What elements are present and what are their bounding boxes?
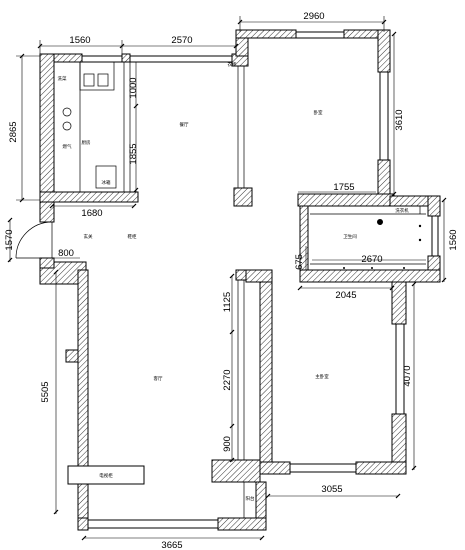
wall-bath-top	[297, 193, 395, 207]
wall-bedroom-top-a	[235, 29, 297, 39]
wall-top-kitchen-b	[121, 53, 131, 63]
dim-bath-675: 675	[294, 254, 305, 270]
sink-b	[97, 73, 109, 87]
wall-master-bottom-a	[259, 461, 291, 475]
window-master-bottom	[289, 463, 357, 473]
wall-bath-right-a	[427, 195, 441, 217]
dim-bedroom2-height: 3610	[394, 109, 405, 130]
dim-left-upper: 2865	[8, 121, 19, 142]
label-washer: 洗衣机	[395, 207, 409, 214]
point-icon	[371, 267, 373, 269]
dim-bath-2045: 2045	[335, 290, 356, 301]
dim-top-left: 1560	[69, 35, 90, 46]
entry-door-swing	[15, 221, 53, 259]
walls	[15, 29, 441, 531]
wall-living-bottom-left	[77, 517, 89, 531]
room-dining: 餐厅	[180, 121, 189, 128]
wall-kitchen-bottom	[39, 191, 139, 203]
point-icon	[403, 267, 405, 269]
room-bedroom: 卧室	[314, 109, 323, 116]
burner-b	[62, 121, 72, 131]
window-kitchen-top	[81, 55, 123, 63]
room-balcony: 阳台	[246, 495, 255, 502]
sink-a	[83, 73, 95, 87]
label-fridge: 冰箱	[102, 179, 111, 186]
wall-living-bottom-right	[217, 517, 267, 531]
wall-master-right-a	[391, 281, 407, 325]
wall-bath-bottom	[299, 269, 441, 283]
window-bath-right	[431, 215, 439, 257]
dim-bath-1560: 1560	[448, 229, 459, 250]
drain-small-icon	[418, 238, 422, 242]
dim-kitchen-depth: 1855	[128, 143, 139, 164]
kitchen-counter-top	[79, 61, 115, 91]
wall-kitchen-left	[39, 53, 55, 201]
dim-bottom-left: 3665	[161, 540, 182, 550]
fridge-box	[95, 165, 117, 189]
dim-bath-top: 1755	[333, 182, 354, 193]
dimension-labels: 1560 2570 2960 2865 1000 1855 1680 1570 …	[4, 11, 459, 550]
wall-master-left	[259, 281, 273, 463]
wall-master-bottom-b	[355, 461, 407, 475]
dim-entry-door: 1570	[4, 229, 15, 250]
dim-top-right: 2960	[303, 11, 324, 22]
wall-entry-top	[39, 201, 55, 223]
room-living: 客厅	[154, 375, 163, 382]
wall-corridor-bottom	[211, 459, 261, 483]
room-bathroom: 卫生间	[343, 233, 357, 240]
room-labels: 厨房 冰箱 燃气 洗菜 餐厅 卧室 卫生间 洗衣机 客厅 主卧室 玄关 鞋柜 电…	[58, 61, 410, 502]
dim-bath-inner: 2670	[361, 254, 382, 265]
window-living-bottom	[87, 519, 219, 529]
dim-master-height: 4070	[402, 365, 413, 386]
dim-entry-width: 800	[58, 248, 74, 259]
column-bedroom	[233, 187, 253, 207]
dim-corridor-900: 900	[222, 436, 233, 452]
wall-living-left	[77, 269, 89, 519]
room-entry: 玄关	[84, 233, 93, 240]
burner-a	[62, 107, 72, 117]
dim-kitchen-window: 1000	[128, 77, 139, 98]
label-sink: 洗菜	[58, 75, 67, 82]
dimension-lines	[7, 16, 447, 541]
room-kitchen: 厨房	[82, 139, 91, 146]
window-dining-top	[129, 55, 237, 63]
tv-cabinet	[67, 465, 145, 485]
wall-corridor-top	[245, 269, 273, 283]
label-stove: 燃气	[63, 143, 72, 150]
wall-entry-bottom	[39, 257, 55, 269]
dim-corridor-2270: 2270	[222, 369, 233, 390]
column-corridor-left	[235, 269, 247, 281]
label-shoe-cabinet: 鞋柜	[128, 233, 137, 240]
kitchen-counter-left	[53, 61, 81, 193]
room-master: 主卧室	[315, 373, 329, 380]
drain-small-icon	[418, 224, 422, 228]
label-tv-cabinet: 电视柜	[99, 472, 113, 479]
dim-left-lower: 5505	[40, 381, 51, 402]
bath-fixtures	[343, 219, 422, 269]
column-living	[65, 349, 79, 363]
point-icon	[343, 267, 345, 269]
dim-bottom-right: 3055	[321, 484, 342, 495]
dim-kitchen-width: 1680	[81, 208, 102, 219]
label-wardrobe: 衣柜	[228, 61, 237, 68]
window-bedroom-right	[379, 71, 389, 161]
dim-corridor-1125: 1125	[222, 292, 233, 312]
window-bedroom-top	[295, 31, 345, 39]
drain-icon	[377, 219, 383, 225]
dim-top-mid: 2570	[171, 35, 192, 46]
wall-bedroom-right-a	[377, 29, 391, 73]
